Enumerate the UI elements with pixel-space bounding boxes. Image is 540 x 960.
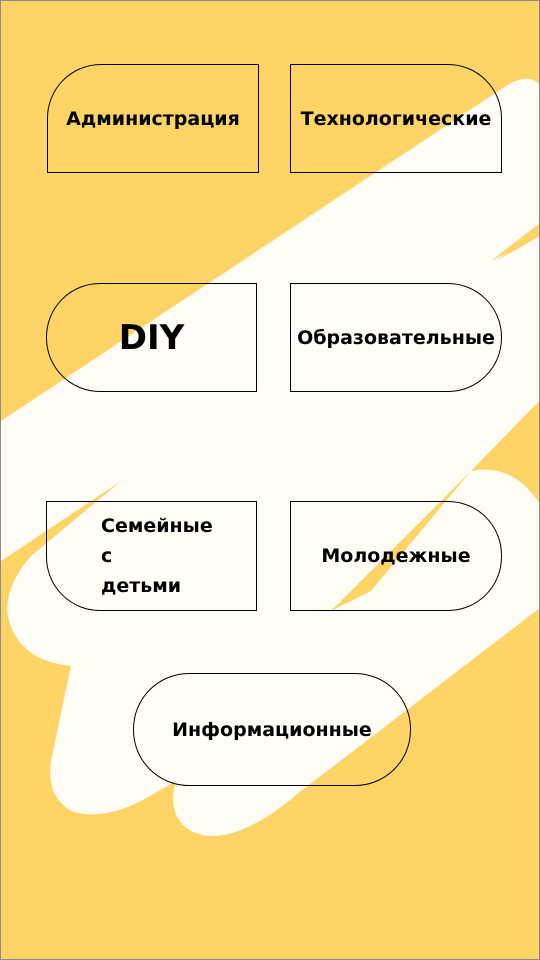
category-educational-button[interactable]: Образовательные <box>290 283 502 392</box>
category-informational-button[interactable]: Информационные <box>133 673 411 786</box>
category-diy-label: DIY <box>118 317 185 358</box>
category-informational-label: Информационные <box>172 718 372 741</box>
category-youth-button[interactable]: Молодежные <box>290 501 502 611</box>
category-technological-label: Технологические <box>300 107 492 130</box>
category-administration-button[interactable]: Администрация <box>47 64 259 173</box>
category-technological-button[interactable]: Технологические <box>290 64 502 173</box>
category-family-label: Семейные с детьми <box>101 515 213 597</box>
category-youth-label: Молодежные <box>321 545 471 567</box>
category-diy-button[interactable]: DIY <box>46 283 257 392</box>
category-administration-label: Администрация <box>66 107 240 130</box>
category-family-button[interactable]: Семейные с детьми <box>46 501 257 611</box>
category-educational-label: Образовательные <box>297 326 495 349</box>
